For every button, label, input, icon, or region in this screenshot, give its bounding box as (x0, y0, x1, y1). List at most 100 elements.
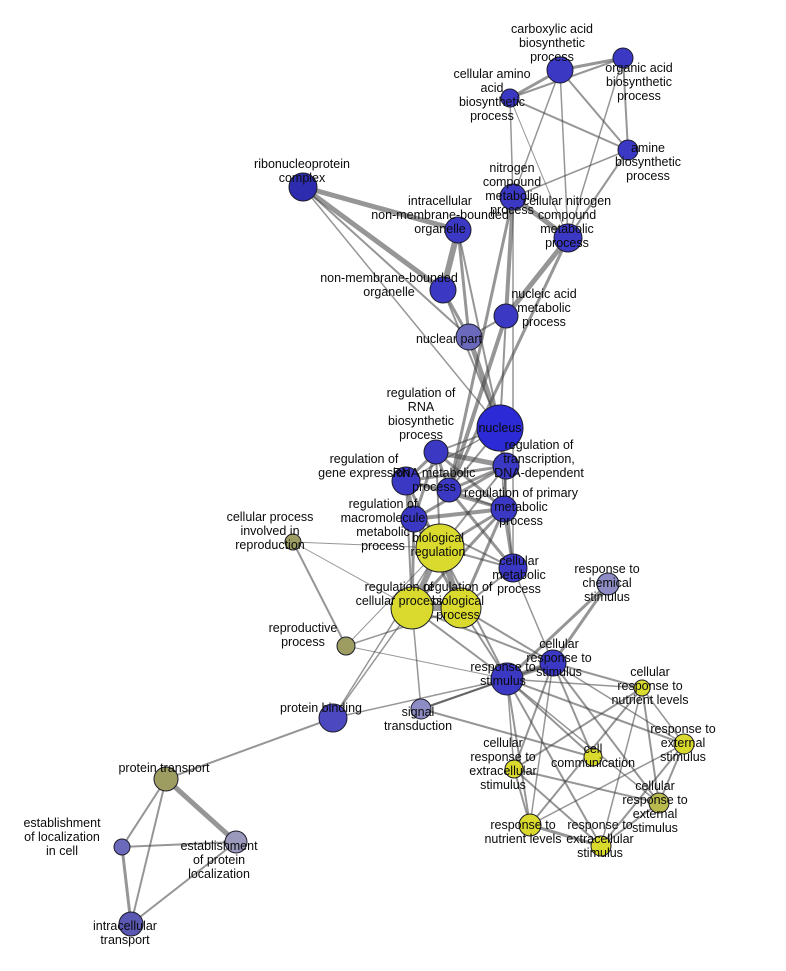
node-response_to_external_stimulus[interactable] (673, 733, 695, 755)
edge-protein_transport--establishment_of_localization_in_cell[interactable] (121, 778, 167, 848)
edge-cellular_response_to_nutrient_levels--response_to_external_stimulus[interactable] (641, 687, 685, 745)
edge-response_to_nutrient_levels--response_to_extracellular_stimulus[interactable] (528, 823, 603, 848)
edge-ribonucleoprotein_complex--intracellular_non_membrane_bounded_organelle[interactable] (300, 184, 461, 233)
edge-response_to_extracellular_stimulus--cellular_response_to_external_stimulus[interactable] (600, 802, 660, 847)
node-cellular_response_to_extracellular_stimulus[interactable] (504, 759, 524, 779)
node-regulation_of_biological_process[interactable] (440, 587, 482, 629)
edge-regulation_of_transcription_dna_dependent--regulation_of_gene_expression[interactable] (404, 464, 508, 483)
edge-cellular_amino_acid_biosynthetic_process--nitrogen_compound_metabolic_process[interactable] (509, 97, 514, 198)
node-nuclear_part[interactable] (455, 323, 483, 351)
edge-establishment_of_localization_in_cell--intracellular_transport[interactable] (120, 845, 133, 926)
edge-cellular_response_to_nutrient_levels--response_to_extracellular_stimulus[interactable] (600, 687, 643, 847)
edge-carboxylic_acid_biosynthetic_process--cellular_nitrogen_compound_metabolic_process[interactable] (559, 69, 569, 239)
node-establishment_of_localization_in_cell[interactable] (113, 838, 131, 856)
edge-amine_biosynthetic_process--cellular_nitrogen_compound_metabolic_process[interactable] (567, 149, 629, 239)
edge-nitrogen_compound_metabolic_process--nucleic_acid_metabolic_process[interactable] (504, 195, 515, 318)
node-regulation_of_cellular_process[interactable] (390, 586, 434, 630)
edge-cell_communication--signal_transduction[interactable] (420, 708, 594, 758)
edge-protein_transport--intracellular_transport[interactable] (130, 778, 167, 925)
node-regulation_of_rna_biosynthetic_process[interactable] (423, 439, 449, 465)
edge-response_to_extracellular_stimulus--cellular_response_to_extracellular_stimulus[interactable] (513, 768, 602, 847)
edge-cellular_process_involved_in_reproduction--regulation_of_cellular_process[interactable] (292, 541, 413, 609)
edge-protein_binding--response_to_stimulus[interactable] (332, 678, 508, 719)
edge-cellular_response_to_stimulus--cellular_response_to_extracellular_stimulus[interactable] (513, 662, 554, 770)
edge-cellular_metabolic_process--cellular_response_to_stimulus[interactable] (512, 567, 554, 664)
node-rna_metabolic_process[interactable] (436, 477, 462, 503)
edge-cellular_response_to_stimulus--response_to_nutrient_levels[interactable] (529, 662, 554, 826)
edge-cellular_response_to_stimulus--response_to_chemical_stimulus[interactable] (551, 582, 610, 665)
edge-cellular_amino_acid_biosynthetic_process--cellular_nitrogen_compound_metabolic_process[interactable] (509, 97, 569, 239)
edge-response_to_external_stimulus--cellular_response_to_external_stimulus[interactable] (658, 743, 685, 804)
node-signal_transduction[interactable] (410, 698, 432, 720)
edge-protein_transport--establishment_of_protein_localization[interactable] (163, 776, 239, 845)
edge-carboxylic_acid_biosynthetic_process--nitrogen_compound_metabolic_process[interactable] (512, 69, 561, 198)
edge-establishment_of_protein_localization--establishment_of_localization_in_cell[interactable] (121, 841, 237, 848)
node-reproductive_process[interactable] (336, 636, 356, 656)
node-intracellular_transport[interactable] (118, 911, 144, 937)
edge-ribonucleoprotein_complex--non_membrane_bounded_organelle[interactable] (300, 184, 446, 293)
edge-ribonucleoprotein_complex--nucleus[interactable] (302, 186, 501, 429)
node-ribonucleoprotein_complex[interactable] (288, 172, 318, 202)
edge-cellular_nitrogen_compound_metabolic_process--nucleic_acid_metabolic_process[interactable] (503, 235, 571, 319)
edge-cellular_process_involved_in_reproduction--biological_regulation[interactable] (292, 541, 441, 549)
edge-nitrogen_compound_metabolic_process--rna_metabolic_process[interactable] (447, 195, 515, 492)
edge-cellular_nitrogen_compound_metabolic_process--rna_metabolic_process[interactable] (447, 236, 570, 492)
node-nitrogen_compound_metabolic_process[interactable] (499, 183, 527, 211)
edge-response_to_stimulus--response_to_chemical_stimulus[interactable] (505, 582, 610, 681)
edge-cellular_amino_acid_biosynthetic_process--amine_biosynthetic_process[interactable] (509, 97, 629, 151)
edge-nucleic_acid_metabolic_process--rna_metabolic_process[interactable] (447, 314, 508, 492)
edge-establishment_of_protein_localization--intracellular_transport[interactable] (130, 841, 237, 925)
edge-cellular_response_to_stimulus--cell_communication[interactable] (552, 662, 594, 758)
edge-response_to_stimulus--response_to_external_stimulus[interactable] (506, 678, 685, 745)
edge-intracellular_non_membrane_bounded_organelle--nuclear_part[interactable] (456, 228, 471, 339)
node-establishment_of_protein_localization[interactable] (224, 830, 248, 854)
node-protein_transport[interactable] (153, 766, 179, 792)
node-cellular_response_to_stimulus[interactable] (539, 649, 567, 677)
node-amine_biosynthetic_process[interactable] (617, 139, 639, 161)
node-cellular_process_involved_in_reproduction[interactable] (284, 533, 302, 551)
edge-response_to_stimulus--cellular_response_to_external_stimulus[interactable] (506, 678, 660, 804)
node-biological_regulation[interactable] (415, 523, 465, 573)
node-response_to_extracellular_stimulus[interactable] (590, 835, 612, 857)
edge-protein_binding--biological_regulation[interactable] (332, 547, 441, 719)
edge-response_to_external_stimulus--response_to_extracellular_stimulus[interactable] (600, 743, 685, 847)
node-intracellular_non_membrane_bounded_organelle[interactable] (444, 216, 472, 244)
node-regulation_of_primary_metabolic_process[interactable] (490, 495, 518, 523)
edge-organic_acid_biosynthetic_process--cellular_nitrogen_compound_metabolic_process[interactable] (567, 57, 624, 239)
edge-response_to_stimulus--response_to_nutrient_levels[interactable] (506, 678, 531, 826)
edge-carboxylic_acid_biosynthetic_process--amine_biosynthetic_process[interactable] (559, 69, 629, 151)
edge-cellular_response_to_stimulus--cellular_response_to_nutrient_levels[interactable] (552, 662, 643, 689)
node-cellular_metabolic_process[interactable] (498, 553, 528, 583)
edge-reproductive_process--response_to_stimulus[interactable] (345, 645, 508, 680)
edge-response_to_external_stimulus--response_to_nutrient_levels[interactable] (529, 743, 685, 826)
edge-cellular_response_to_nutrient_levels--cellular_response_to_external_stimulus[interactable] (641, 687, 660, 804)
edge-cellular_process_involved_in_reproduction--reproductive_process[interactable] (292, 541, 347, 647)
node-cellular_amino_acid_biosynthetic_process[interactable] (500, 88, 520, 108)
node-response_to_chemical_stimulus[interactable] (596, 572, 620, 596)
node-cellular_nitrogen_compound_metabolic_process[interactable] (553, 223, 583, 253)
node-regulation_of_macromolecule_metabolic_process[interactable] (400, 505, 428, 533)
edge-ribonucleoprotein_complex--nuclear_part[interactable] (302, 186, 470, 338)
node-non_membrane_bounded_organelle[interactable] (429, 276, 457, 304)
edge-cellular_response_to_nutrient_levels--cellular_response_to_extracellular_stimulus[interactable] (513, 687, 643, 770)
node-protein_binding[interactable] (318, 703, 348, 733)
node-cellular_response_to_external_stimulus[interactable] (648, 792, 670, 814)
edge-cellular_response_to_extracellular_stimulus--cellular_response_to_external_stimulus[interactable] (513, 768, 660, 804)
node-response_to_nutrient_levels[interactable] (518, 813, 542, 837)
node-response_to_stimulus[interactable] (490, 662, 524, 696)
edge-protein_binding--protein_transport[interactable] (165, 717, 334, 780)
edge-organic_acid_biosynthetic_process--amine_biosynthetic_process[interactable] (622, 57, 629, 151)
node-cell_communication[interactable] (583, 747, 603, 767)
edge-response_to_stimulus--response_to_extracellular_stimulus[interactable] (506, 678, 602, 847)
node-organic_acid_biosynthetic_process[interactable] (612, 47, 634, 69)
node-regulation_of_transcription_dna_dependent[interactable] (492, 452, 520, 480)
node-nucleus[interactable] (476, 404, 524, 452)
edge-regulation_of_primary_metabolic_process--regulation_of_macromolecule_metabolic_process[interactable] (412, 507, 506, 521)
edge-signal_transduction--cellular_response_to_stimulus[interactable] (420, 662, 554, 710)
node-nucleic_acid_metabolic_process[interactable] (493, 303, 519, 329)
edge-protein_binding--regulation_of_cellular_process[interactable] (332, 607, 413, 719)
edge-response_to_stimulus--cell_communication[interactable] (506, 678, 594, 758)
node-carboxylic_acid_biosynthetic_process[interactable] (546, 56, 574, 84)
edge-response_to_stimulus--cellular_response_to_nutrient_levels[interactable] (506, 678, 643, 689)
node-cellular_response_to_nutrient_levels[interactable] (633, 679, 651, 697)
